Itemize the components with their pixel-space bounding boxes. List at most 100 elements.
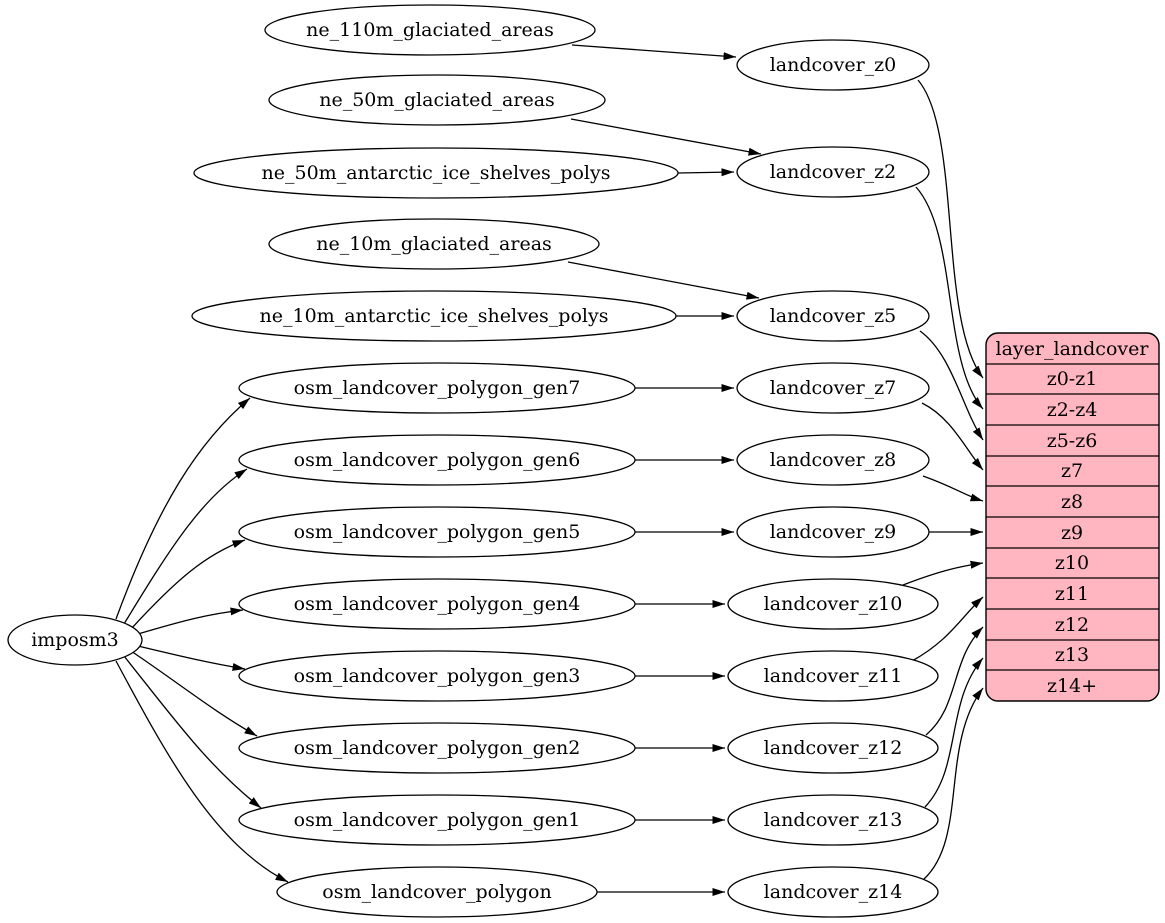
node-osm_landcover_polygon_gen3-shape xyxy=(238,650,636,702)
node-landcover_z8: landcover_z8 xyxy=(736,434,930,486)
table-row-z9: z9 xyxy=(1061,522,1083,544)
node-landcover_z9-label: landcover_z9 xyxy=(770,521,897,543)
edge-imposm3--osm_landcover_polygon_gen6 xyxy=(123,468,248,625)
node-landcover_z11: landcover_z11 xyxy=(727,650,939,702)
node-osm_landcover_polygon_gen3-label: osm_landcover_polygon_gen3 xyxy=(294,665,581,687)
edge-landcover_z14--row-z14-plus xyxy=(923,687,984,880)
node-landcover_z2-label: landcover_z2 xyxy=(770,161,897,183)
edge-landcover_z7--row-z7 xyxy=(921,402,984,471)
table-row-z13: z13 xyxy=(1055,644,1089,666)
node-landcover_z10-label: landcover_z10 xyxy=(764,593,903,615)
nodes-layer: imposm3 ne_110m_glaciated_areas ne_50m_g… xyxy=(7,4,939,918)
node-landcover_z8-shape xyxy=(736,434,930,486)
node-ne_50m_antarctic_ice_shelves_polys-shape xyxy=(193,147,679,199)
edge-ne_110m_glaciated_areas--landcover_z0 xyxy=(571,44,737,61)
node-landcover_z12-label: landcover_z12 xyxy=(764,737,903,759)
node-landcover_z7-shape xyxy=(736,362,930,414)
node-landcover_z14: landcover_z14 xyxy=(727,866,939,918)
node-landcover_z11-shape xyxy=(727,650,939,702)
node-osm_landcover_polygon_gen1-label: osm_landcover_polygon_gen1 xyxy=(294,809,581,831)
node-landcover_z7-label: landcover_z7 xyxy=(770,377,897,399)
node-imposm3-label: imposm3 xyxy=(31,629,119,651)
edge-imposm3--osm_landcover_polygon xyxy=(115,660,289,883)
node-osm_landcover_polygon_gen6: osm_landcover_polygon_gen6 xyxy=(238,434,636,486)
node-ne_10m_glaciated_areas: ne_10m_glaciated_areas xyxy=(268,218,600,270)
edge-ne_50m_antarctic_ice_shelves_polys--landcover_z2 xyxy=(677,168,735,177)
node-landcover_z9-shape xyxy=(736,506,930,558)
node-landcover_z13: landcover_z13 xyxy=(727,794,939,846)
table-row-z7: z7 xyxy=(1061,460,1083,482)
node-osm_landcover_polygon_gen6-shape xyxy=(238,434,636,486)
edge-imposm3--osm_landcover_polygon_gen3 xyxy=(137,645,246,671)
node-imposm3: imposm3 xyxy=(7,614,143,666)
edge-ne_10m_glaciated_areas--landcover_z5 xyxy=(567,261,760,300)
node-landcover_z0-label: landcover_z0 xyxy=(770,54,897,76)
node-ne_50m_glaciated_areas: ne_50m_glaciated_areas xyxy=(268,74,606,126)
node-landcover_z14-label: landcover_z14 xyxy=(764,881,903,903)
node-landcover_z10-shape xyxy=(727,578,939,630)
node-landcover_z5-label: landcover_z5 xyxy=(770,305,897,327)
node-osm_landcover_polygon_gen6-label: osm_landcover_polygon_gen6 xyxy=(294,449,581,471)
edge-landcover_z12--row-z12 xyxy=(925,626,984,736)
node-ne_110m_glaciated_areas-label: ne_110m_glaciated_areas xyxy=(306,19,554,41)
node-osm_landcover_polygon_gen5: osm_landcover_polygon_gen5 xyxy=(238,506,636,558)
table-row-z12: z12 xyxy=(1055,614,1089,636)
table-row-z2-z4: z2-z4 xyxy=(1047,399,1098,421)
node-landcover_z12-shape xyxy=(727,722,939,774)
edge-imposm3--osm_landcover_polygon_gen4 xyxy=(137,607,244,635)
node-osm_landcover_polygon_gen7-label: osm_landcover_polygon_gen7 xyxy=(294,377,581,399)
node-landcover_z12: landcover_z12 xyxy=(727,722,939,774)
node-landcover_z5: landcover_z5 xyxy=(736,290,930,342)
node-osm_landcover_polygon: osm_landcover_polygon xyxy=(276,866,598,918)
node-landcover_z13-shape xyxy=(727,794,939,846)
edge-landcover_z10--row-z10 xyxy=(902,560,984,586)
table-row-z0-z1: z0-z1 xyxy=(1047,368,1098,390)
table-row-z10: z10 xyxy=(1055,552,1089,574)
node-ne_50m_glaciated_areas-label: ne_50m_glaciated_areas xyxy=(319,89,555,111)
table-row-z8: z8 xyxy=(1061,491,1083,513)
node-osm_landcover_polygon_gen5-label: osm_landcover_polygon_gen5 xyxy=(294,521,581,543)
table-row-z5-z6: z5-z6 xyxy=(1047,430,1098,452)
edge-landcover_z13--row-z13 xyxy=(924,657,984,808)
edge-landcover_z8--row-z8 xyxy=(922,475,984,502)
node-ne_10m_antarctic_ice_shelves_polys: ne_10m_antarctic_ice_shelves_polys xyxy=(191,290,677,342)
node-ne_10m_antarctic_ice_shelves_polys-label: ne_10m_antarctic_ice_shelves_polys xyxy=(260,305,609,327)
node-landcover_z2-shape xyxy=(736,146,930,198)
edges-layer xyxy=(115,44,984,896)
node-landcover_z0: landcover_z0 xyxy=(736,39,930,91)
node-ne_50m_antarctic_ice_shelves_polys-label: ne_50m_antarctic_ice_shelves_polys xyxy=(262,162,611,184)
edge-landcover_z0--row-z0-z1 xyxy=(917,79,984,379)
node-ne_110m_glaciated_areas: ne_110m_glaciated_areas xyxy=(264,4,596,56)
node-landcover_z9: landcover_z9 xyxy=(736,506,930,558)
node-osm_landcover_polygon_gen4-label: osm_landcover_polygon_gen4 xyxy=(294,593,581,615)
node-osm_landcover_polygon-label: osm_landcover_polygon xyxy=(322,881,551,903)
node-osm_landcover_polygon_gen2: osm_landcover_polygon_gen2 xyxy=(238,722,636,774)
node-landcover_z11-label: landcover_z11 xyxy=(764,665,903,687)
node-ne_110m_glaciated_areas-shape xyxy=(264,4,596,56)
node-osm_landcover_polygon_gen2-label: osm_landcover_polygon_gen2 xyxy=(294,737,581,759)
node-osm_landcover_polygon_gen1: osm_landcover_polygon_gen1 xyxy=(238,794,636,846)
node-ne_10m_glaciated_areas-shape xyxy=(268,218,600,270)
node-landcover_z5-shape xyxy=(736,290,930,342)
node-landcover_z8-label: landcover_z8 xyxy=(770,449,897,471)
node-ne_50m_glaciated_areas-shape xyxy=(268,74,606,126)
node-ne_10m_glaciated_areas-label: ne_10m_glaciated_areas xyxy=(316,233,552,255)
layer-landcover-table-title: layer_landcover xyxy=(996,338,1150,360)
node-ne_10m_antarctic_ice_shelves_polys-shape xyxy=(191,290,677,342)
edge-imposm3--osm_landcover_polygon_gen7 xyxy=(115,397,251,620)
edge-ne_50m_glaciated_areas--landcover_z2 xyxy=(570,118,762,156)
node-osm_landcover_polygon_gen1-shape xyxy=(238,794,636,846)
node-osm_landcover_polygon_gen4: osm_landcover_polygon_gen4 xyxy=(238,578,636,630)
edge-landcover_z2--row-z2-z4 xyxy=(915,186,984,410)
node-ne_50m_antarctic_ice_shelves_polys: ne_50m_antarctic_ice_shelves_polys xyxy=(193,147,679,199)
table-row-z11: z11 xyxy=(1055,583,1089,605)
edge-imposm3--osm_landcover_polygon_gen5 xyxy=(130,539,246,630)
node-osm_landcover_polygon_gen7-shape xyxy=(238,362,636,414)
node-landcover_z7: landcover_z7 xyxy=(736,362,930,414)
node-landcover_z2: landcover_z2 xyxy=(736,146,930,198)
node-osm_landcover_polygon_gen4-shape xyxy=(238,578,636,630)
node-landcover_z10: landcover_z10 xyxy=(727,578,939,630)
node-osm_landcover_polygon-shape xyxy=(276,866,598,918)
